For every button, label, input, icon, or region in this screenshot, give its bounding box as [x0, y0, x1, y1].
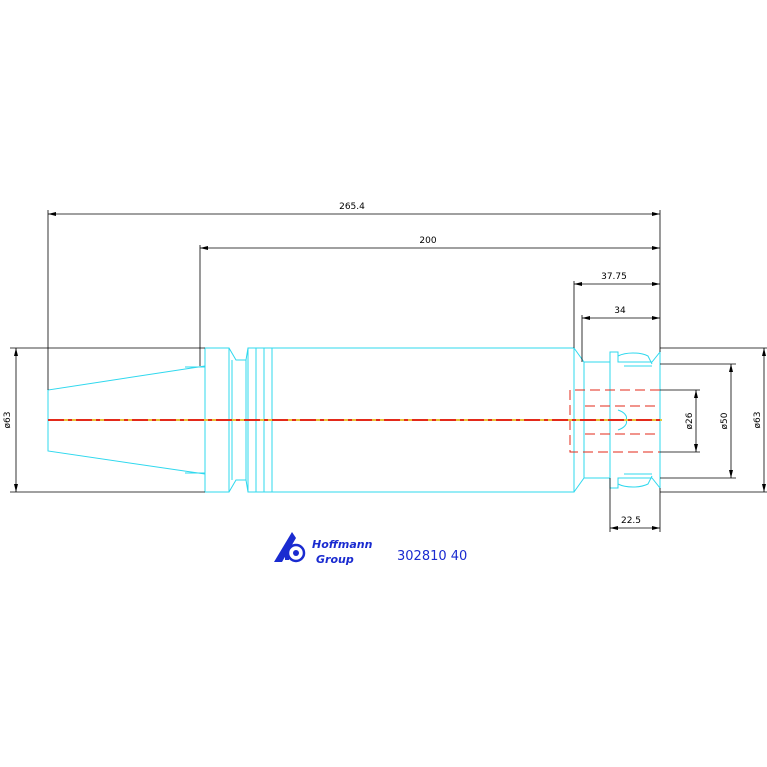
- dimension-lines: [10, 210, 767, 532]
- dim-nut-diameter: ø50: [720, 412, 730, 429]
- dimension-labels: 265.4 200 37.75 34 22.5 ø63 ø26 ø50 ø63: [3, 202, 763, 526]
- logo-line1: Hoffmann: [312, 538, 373, 551]
- part-number: 302810 40: [397, 549, 467, 564]
- dim-bore-diameter: ø26: [685, 412, 695, 429]
- dim-nut-length: 37.75: [601, 272, 627, 282]
- dim-body-length: 200: [419, 236, 436, 246]
- logo-line2: Group: [316, 553, 354, 566]
- dim-outer-diameter: ø63: [753, 412, 763, 429]
- hoffmann-logo-icon: [274, 532, 306, 563]
- dim-shank-diameter: ø63: [3, 412, 13, 429]
- groove: [228, 347, 249, 361]
- dim-nut-inner-length: 34: [614, 306, 626, 316]
- dim-overall-length: 265.4: [339, 202, 365, 212]
- hoffmann-group-logo: Hoffmann Group: [274, 532, 373, 566]
- dimension-arrows: [14, 212, 766, 530]
- dim-collet-depth: 22.5: [621, 516, 641, 526]
